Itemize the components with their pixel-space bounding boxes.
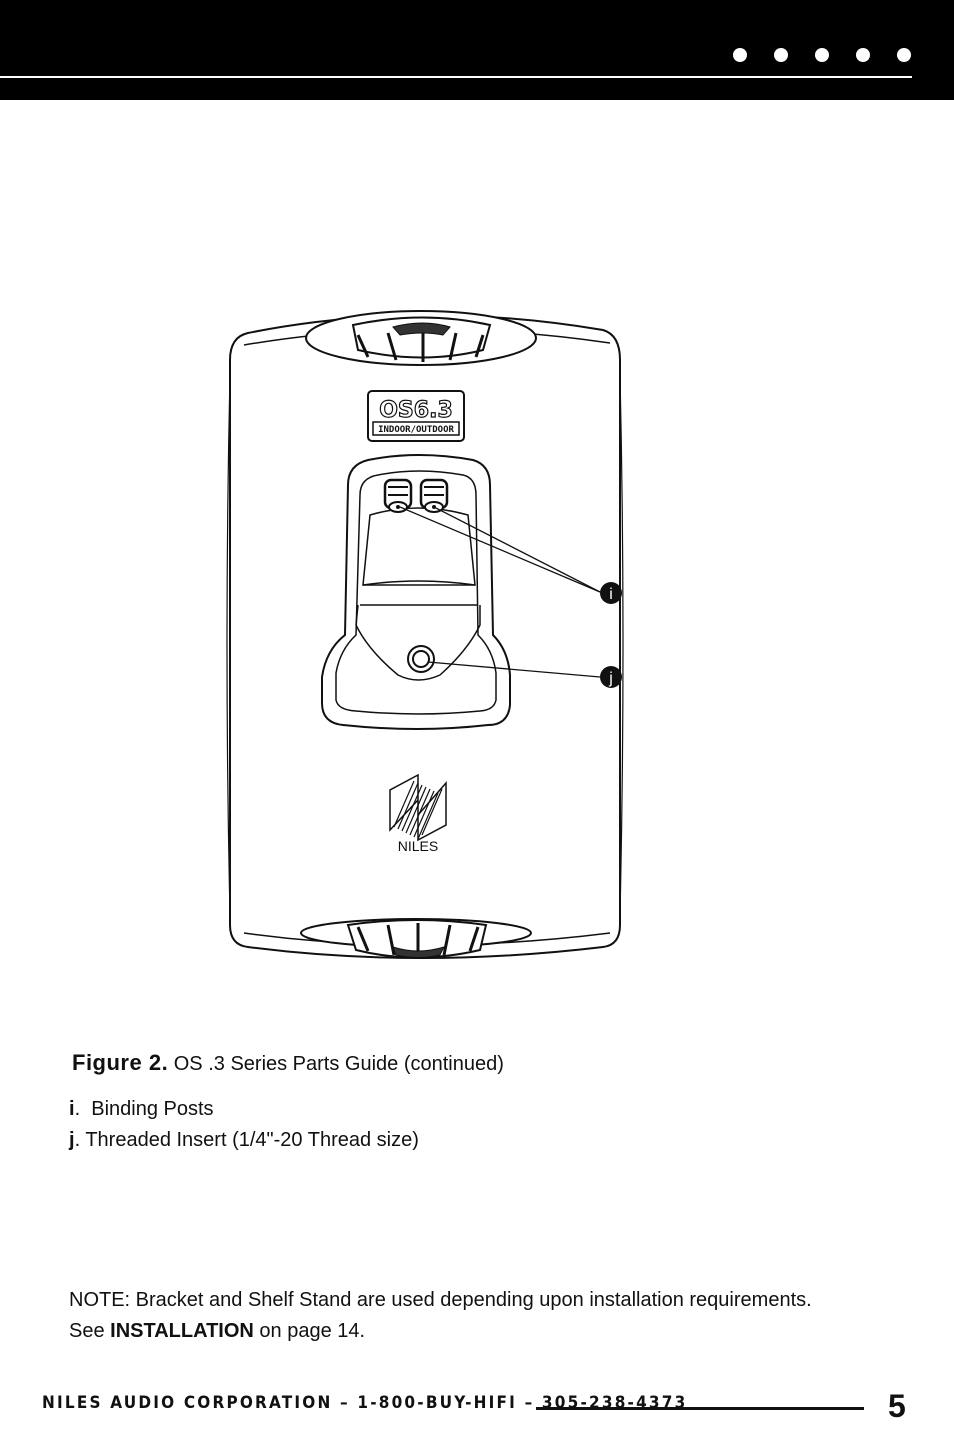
figure-caption: Figure 2. OS .3 Series Parts Guide (cont… [72, 1050, 504, 1076]
niles-logo-text: NILES [398, 838, 438, 854]
threaded-insert [407, 645, 435, 673]
note-see-reference: INSTALLATION [110, 1320, 254, 1342]
figure-caption-label: Figure 2. [72, 1050, 169, 1075]
callout-j-label: j [608, 670, 613, 687]
model-badge-text: OS6.3 [379, 398, 453, 423]
niles-logo: NILES [389, 773, 447, 854]
binding-posts [383, 478, 449, 513]
speaker-illustration: OS6.3 INDOOR/OUTDOOR [226, 310, 624, 959]
legend-text: Binding Posts [91, 1098, 214, 1120]
top-swivel-mount [305, 310, 537, 366]
footer-rule [536, 1407, 864, 1410]
speaker-rear-figure: OS6.3 INDOOR/OUTDOOR [218, 305, 638, 970]
note-see-prefix: See [69, 1320, 111, 1342]
parts-legend: i. Binding Posts j. Threaded Insert (1/4… [69, 1094, 419, 1156]
note-line: NOTE: Bracket and Shelf Stand are used d… [69, 1289, 812, 1311]
model-subtitle-text: INDOOR/OUTDOOR [378, 425, 454, 435]
legend-item: j. Threaded Insert (1/4"-20 Thread size) [69, 1125, 419, 1156]
bottom-swivel-mount [300, 918, 532, 959]
header-dots [733, 48, 913, 62]
terminal-plate [321, 454, 511, 730]
header-dot [856, 48, 870, 62]
page-number: 5 [888, 1388, 906, 1424]
header-bar [0, 0, 954, 100]
header-dot [815, 48, 829, 62]
installation-note: NOTE: Bracket and Shelf Stand are used d… [69, 1285, 812, 1347]
figure-caption-text: OS .3 Series Parts Guide (continued) [173, 1053, 504, 1075]
header-rule [0, 76, 912, 78]
note-see-line: See INSTALLATION on page 14. [69, 1316, 812, 1347]
legend-text: Threaded Insert (1/4"-20 Thread size) [85, 1129, 419, 1151]
header-dot [897, 48, 911, 62]
callout-j: j [600, 666, 622, 688]
header-dot [774, 48, 788, 62]
header-dot [733, 48, 747, 62]
note-see-suffix: on page 14. [253, 1320, 366, 1342]
legend-item: i. Binding Posts [69, 1094, 419, 1125]
footer-company-info: NILES AUDIO CORPORATION – 1-800-BUY-HIFI… [42, 1393, 688, 1413]
legend-key: j [69, 1129, 75, 1151]
legend-key: i [69, 1098, 75, 1120]
legend-separator: . [74, 1129, 86, 1151]
callout-i: i [600, 582, 622, 604]
callout-i-label: i [609, 586, 613, 603]
legend-separator: . [74, 1098, 92, 1120]
model-badge: OS6.3 INDOOR/OUTDOOR [367, 390, 465, 442]
